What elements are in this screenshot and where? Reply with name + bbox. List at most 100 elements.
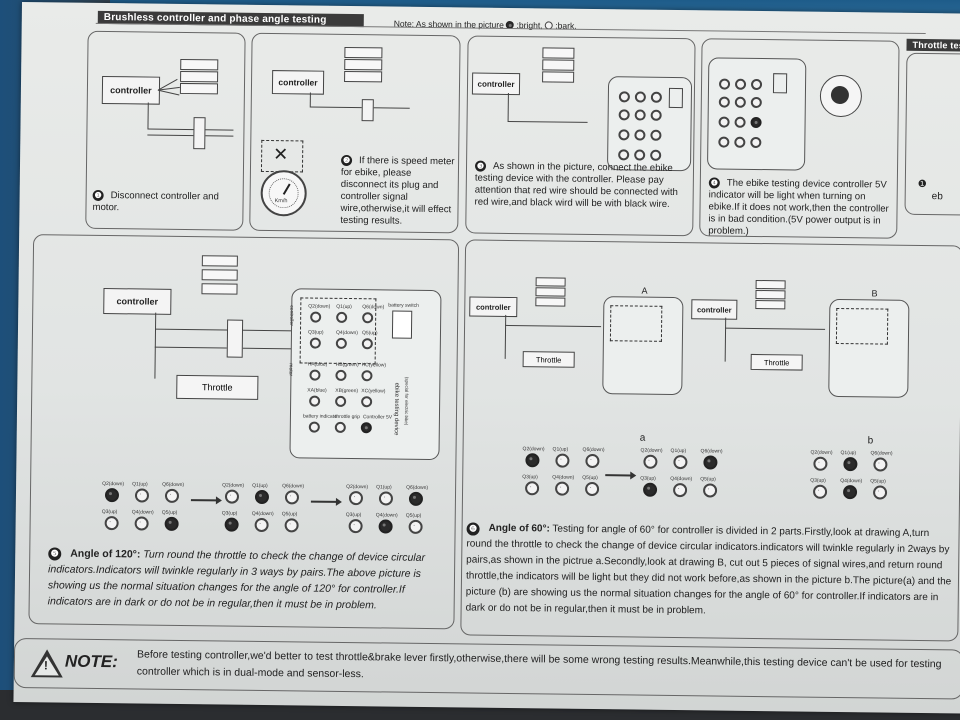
indicator-dark xyxy=(525,481,540,496)
indicator-lit xyxy=(843,457,858,472)
angle-120-sequence xyxy=(34,235,458,240)
indicator-lit xyxy=(703,455,718,470)
indicator-label: Q1(up) xyxy=(670,447,687,455)
step6-text: Angle of 60°: Testing for angle of 60° f… xyxy=(466,520,955,622)
indicator xyxy=(734,78,747,90)
wire xyxy=(725,327,826,331)
indicator xyxy=(634,129,646,141)
right-bullet: ❶ xyxy=(917,178,927,191)
right-header: Throttle tes xyxy=(906,38,960,52)
tester-label-xb: XB(green) xyxy=(335,387,359,395)
indicator xyxy=(618,109,630,121)
arrow-icon xyxy=(605,474,632,476)
dashed-highlight xyxy=(835,307,889,345)
plug-3 xyxy=(542,71,575,83)
controller-box-a: controller xyxy=(469,296,518,318)
tester-label-thr: throttle grip xyxy=(334,413,361,421)
indicator xyxy=(718,96,730,108)
connector xyxy=(361,99,374,122)
indicator-label: Q4(down) xyxy=(375,512,398,519)
tester-ctrl-label: controller xyxy=(288,305,295,326)
indicator-dark xyxy=(378,491,394,506)
indicator-hb xyxy=(335,369,347,381)
indicator-label: Q1(up) xyxy=(252,482,268,490)
angle-60-sequence xyxy=(466,240,960,246)
indicator-label: Q2(down) xyxy=(346,483,369,491)
indicator-xc xyxy=(361,396,373,408)
indicator-5v xyxy=(750,116,762,129)
indicator-label: Q6(down) xyxy=(582,446,605,454)
dashed-highlight xyxy=(609,305,663,342)
indicator-dark xyxy=(224,489,240,504)
indicator-label: Q4(down) xyxy=(552,474,575,481)
step6-body: Testing for angle of 60° for controller … xyxy=(465,523,952,617)
step4-panel: ❹ The ebike testing device controller 5V… xyxy=(699,38,900,239)
indicator-dark xyxy=(555,453,570,468)
indicator-label: Q4(down) xyxy=(131,509,154,516)
indicator-lit xyxy=(378,519,393,534)
controller-box: controller xyxy=(271,70,325,95)
indicator-xb xyxy=(335,395,347,407)
indicator xyxy=(650,109,662,121)
indicator xyxy=(618,149,630,161)
plug-b1 xyxy=(755,279,786,290)
indicator xyxy=(718,78,731,90)
indicator-label: Q5(up) xyxy=(870,478,886,485)
tester-label-xc: XC(yellow) xyxy=(361,388,386,395)
indicator-dark xyxy=(348,491,364,506)
controller-box: controller xyxy=(103,288,172,315)
indicator-label: Q2(down) xyxy=(640,447,663,454)
indicator-lit xyxy=(643,482,658,497)
plug-2 xyxy=(344,58,383,71)
indicator-label: Q6(down) xyxy=(406,484,429,491)
tester-side-sublabel: (special for electric bike) xyxy=(403,376,410,426)
plug-3 xyxy=(179,82,219,95)
indicator-label: Q3(up) xyxy=(640,475,656,482)
indicator-label: Q4(down) xyxy=(840,478,863,485)
note-text: Before testing controller,we'd better to… xyxy=(136,648,942,681)
step1-panel: controller ❶ Disconnect controller and m… xyxy=(85,30,246,231)
indicator-dark xyxy=(284,490,300,505)
tester-label-c5v: Controller 5V xyxy=(362,414,393,421)
plug-b3 xyxy=(755,299,786,310)
indicator-label: Q6(down) xyxy=(162,481,185,489)
indicator-dark xyxy=(813,456,828,471)
tester-device-a xyxy=(602,296,684,396)
indicator-label: Q5(up) xyxy=(405,512,422,519)
indicator-dark xyxy=(134,516,149,531)
header-note: Note: As shown in the picture :bright, :… xyxy=(394,18,577,32)
indicator-dark xyxy=(673,482,688,498)
indicator-label: Q3(up) xyxy=(810,477,826,484)
indicator-dark xyxy=(104,516,119,531)
indicator xyxy=(634,91,646,103)
indicator-dark xyxy=(643,454,658,469)
indicator-label: Q1(up) xyxy=(840,450,857,457)
plug-1 xyxy=(344,46,383,59)
indicator-label: Q6(down) xyxy=(700,448,723,455)
plug-3 xyxy=(344,70,383,83)
indicator-label: Q1(up) xyxy=(552,446,569,453)
plug-2 xyxy=(201,269,238,281)
battery-switch xyxy=(668,87,683,109)
picture-label-a: a xyxy=(639,432,646,444)
picture-label-b: b xyxy=(867,435,874,447)
wire xyxy=(147,102,149,129)
tester-label-switch: battery switch xyxy=(388,302,419,309)
instruction-sheet: Brushless controller and phase angle tes… xyxy=(13,2,960,714)
indicator-lit xyxy=(224,517,239,532)
indicator xyxy=(734,136,746,148)
wire xyxy=(154,312,157,379)
indicator-dark xyxy=(254,517,269,533)
throttle-box-a: Throttle xyxy=(522,351,575,368)
note-label: NOTE: xyxy=(64,651,118,672)
plug-a1 xyxy=(535,277,566,287)
indicator-dark xyxy=(702,483,718,498)
plug-2 xyxy=(180,70,219,83)
key-switch-knob xyxy=(830,85,850,105)
plug-2 xyxy=(542,59,575,71)
indicator-lit xyxy=(525,453,540,468)
indicator-label: Q3(up) xyxy=(522,474,538,481)
indicator-lit xyxy=(164,516,179,531)
wire xyxy=(507,120,588,124)
throttle-box-b: Throttle xyxy=(750,353,803,371)
